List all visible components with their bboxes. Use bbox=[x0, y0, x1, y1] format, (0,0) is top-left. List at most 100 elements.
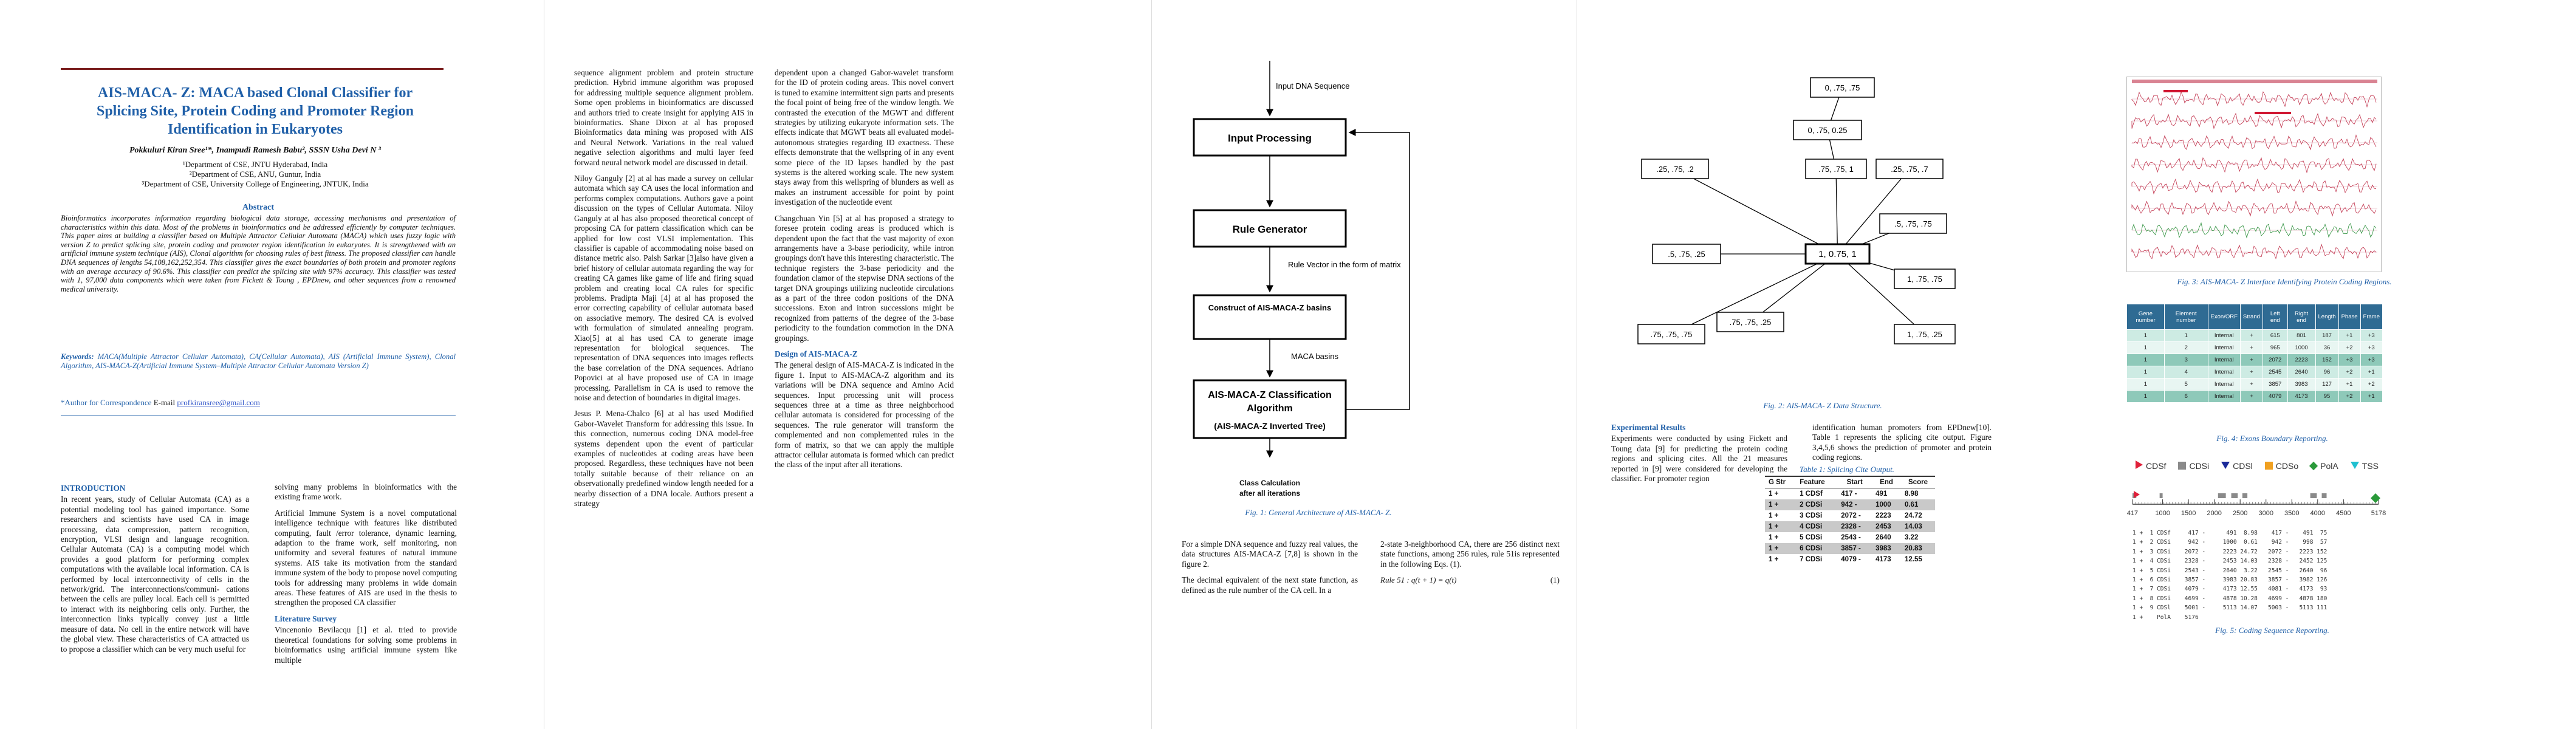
list-item: 1 + 7 CDSi 4079 - 4173 12.55 4081 - 4173… bbox=[2132, 586, 2328, 593]
fig2-node-6: .5, .75, .75 bbox=[1879, 213, 1947, 234]
table-cell: 2640 bbox=[1875, 534, 1891, 541]
fig1-box-input-processing bbox=[1193, 118, 1347, 157]
fig2-node-4: .25, .75, .2 bbox=[1641, 159, 1709, 179]
intro-right-column: solving many problems in bioinformatics … bbox=[275, 482, 457, 671]
affiliation-3: ³Department of CSE, University College o… bbox=[142, 179, 369, 188]
table-cell: 8.98 bbox=[1904, 490, 1919, 498]
axis-tick-label: 2500 bbox=[2233, 510, 2247, 517]
table-cell: 4173 bbox=[2287, 390, 2316, 403]
fig3-caption: Fig. 3: AIS-MACA- Z Interface Identifyin… bbox=[2177, 277, 2392, 286]
correspondence-text: E-mail bbox=[151, 398, 177, 407]
table-cell: 2640 bbox=[2287, 366, 2316, 378]
keywords-text: MACA(Multiple Attractor Cellular Automat… bbox=[61, 352, 456, 370]
fig2-node-label: 0, .75, 0.25 bbox=[1807, 126, 1847, 135]
list-item: 1 + 4 CDSi 2328 - 2453 14.03 2328 - 2452… bbox=[2132, 558, 2328, 565]
email-link[interactable]: profkiransree@gmail.com bbox=[177, 398, 260, 407]
fig2-node-label: 1, .75, .75 bbox=[1907, 275, 1942, 284]
table-cell: 3983 bbox=[1872, 543, 1901, 554]
table-cell: 1 + bbox=[1765, 543, 1797, 554]
table-cell: 2223 bbox=[2287, 354, 2316, 366]
fig3-signal-track bbox=[2131, 222, 2377, 239]
table-cell: + bbox=[2239, 329, 2263, 342]
legend-marker-icon bbox=[2309, 461, 2318, 471]
list-item: 1 + 9 CDSl 5001 - 5113 14.07 5003 - 5113… bbox=[2132, 604, 2328, 612]
axis-tick-label: 5178 bbox=[2371, 510, 2386, 517]
fig5-caption: Fig. 5: Coding Sequence Reporting. bbox=[2215, 626, 2329, 635]
fig3-coding-region-bar bbox=[2163, 90, 2188, 92]
fig3-signal-track bbox=[2131, 200, 2377, 217]
legend-marker-icon bbox=[2221, 462, 2230, 469]
fig3-top-track bbox=[2132, 80, 2377, 83]
table-cell: 24.72 bbox=[1904, 512, 1922, 519]
legend-item: PolA bbox=[2309, 461, 2338, 471]
fig2-node-label: .75, .75, 1 bbox=[1818, 165, 1854, 174]
table-cell: +2 bbox=[2338, 390, 2361, 403]
title-rule bbox=[61, 68, 444, 70]
table-cell: +1 bbox=[2338, 378, 2361, 391]
exon-header-2: Element number bbox=[2163, 304, 2208, 330]
fig2-node-3: .75, .75, 1 bbox=[1805, 159, 1867, 179]
table-cell: 1000 bbox=[2287, 341, 2316, 354]
table-cell: 4173 bbox=[1875, 556, 1891, 563]
list-item: 1 + 5 CDSi 2543 - 2640 3.22 2545 - 2640 … bbox=[2132, 567, 2328, 574]
exon-header-7: Length bbox=[2315, 304, 2339, 330]
fig1-box-construct-basins bbox=[1193, 294, 1347, 340]
affiliation-1: ¹Department of CSE, JNTU Hyderabad, Indi… bbox=[182, 160, 328, 169]
table-cell: Internal bbox=[2207, 366, 2241, 378]
table-cell: 127 bbox=[2315, 378, 2339, 391]
table-cell: 4 bbox=[2163, 366, 2208, 378]
table-cell: 1 bbox=[2126, 366, 2165, 378]
experimental-text-2: identification human promoters from EPDn… bbox=[1812, 423, 1992, 462]
table-cell: 1 + bbox=[1769, 556, 1779, 563]
axis-cds-block bbox=[2159, 493, 2163, 498]
legend-item: CDSf bbox=[2136, 460, 2166, 471]
table-cell: 4 CDSi bbox=[1796, 521, 1838, 532]
exon-header-1: Gene number bbox=[2126, 304, 2165, 330]
figure-2-data-structure: 0, .75, .750, .75, 0.25.75, .75, 1.25, .… bbox=[1637, 77, 1956, 344]
literature-heading: Literature Survey bbox=[275, 614, 337, 623]
table-cell: 187 bbox=[2315, 329, 2339, 342]
table-cell: 1 bbox=[2126, 329, 2165, 342]
fig2-node-8: 1, 0.75, 1 bbox=[1804, 243, 1871, 265]
list-item: 1 + 3 CDSi 2072 - 2223 24.72 2072 - 2223… bbox=[2132, 548, 2328, 555]
exon-header-9: Frame bbox=[2360, 304, 2383, 330]
table-cell: Internal bbox=[2207, 390, 2241, 403]
table-cell: 942 - bbox=[1837, 499, 1872, 510]
start-marker-icon bbox=[2134, 491, 2140, 498]
intro-left-column: INTRODUCTION In recent years, study of C… bbox=[61, 480, 249, 660]
table-cell: +3 bbox=[2360, 341, 2383, 354]
axis-tick-label: 3000 bbox=[2258, 510, 2273, 517]
legend-marker-icon bbox=[2178, 462, 2187, 470]
table-cell: 7 CDSi bbox=[1800, 556, 1823, 563]
fig1-rule-vector-label: Rule Vector in the form of matrix bbox=[1288, 260, 1401, 269]
page3-column-1: For a simple DNA sequence and fuzzy real… bbox=[1182, 539, 1358, 601]
legend-label: CDSl bbox=[2233, 461, 2253, 471]
rule-51-formula: Rule 51 : q(t + 1) = q(t) bbox=[1380, 575, 1457, 585]
list-item: 1 + 1 CDSf 417 - 491 8.98 417 - 491 75 bbox=[2132, 530, 2328, 536]
abstract-text: Bioinformatics incorporates information … bbox=[61, 214, 456, 293]
splicing-header-2: Feature bbox=[1796, 476, 1838, 488]
fig3-signal-track bbox=[2131, 243, 2377, 259]
keywords: Keywords: MACA(Multiple Attractor Cellul… bbox=[61, 352, 456, 370]
legend-item: CDSi bbox=[2178, 461, 2209, 471]
fig3-signal-track bbox=[2131, 178, 2377, 195]
table-cell: 1 bbox=[2163, 329, 2208, 342]
paper-title: AIS-MACA- Z: MACA based Clonal Classifie… bbox=[96, 85, 414, 137]
table-cell: Internal bbox=[2207, 341, 2241, 354]
fig1-box-classification-line-3: (AIS-MACA-Z Inverted Tree) bbox=[1214, 421, 1326, 431]
fig3-coding-region-bar bbox=[2255, 112, 2291, 114]
legend-label: CDSf bbox=[2146, 461, 2167, 471]
table-cell: 2453 bbox=[1872, 521, 1901, 532]
legend-item: TSS bbox=[2350, 461, 2379, 471]
fig2-node-label: .5, .75, .25 bbox=[1668, 250, 1705, 259]
axis-tick-label: 4500 bbox=[2336, 510, 2351, 517]
rule-equation: Rule 51 : q(t + 1) = q(t) (1) bbox=[1380, 575, 1560, 586]
exon-header-3: Exon/ORF bbox=[2207, 304, 2241, 330]
